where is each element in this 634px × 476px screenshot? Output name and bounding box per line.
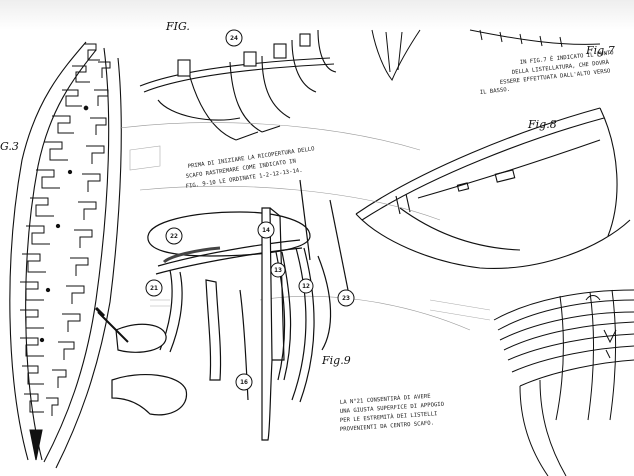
part-22-label: 22: [170, 232, 178, 240]
fig9-label: Fig.9: [321, 354, 351, 367]
part-12-circle: [298, 278, 314, 294]
fig3-label: G.3: [0, 140, 19, 153]
part-13-label: 13: [274, 266, 282, 274]
fig8-hull-drawing: [355, 107, 631, 269]
fig7-label: Fig.7: [585, 44, 615, 57]
fig8-label: Fig.8: [527, 118, 557, 131]
part-16-label: 16: [240, 378, 248, 386]
fig9-frames-drawing: [94, 179, 351, 441]
top-fragment-drawing: [371, 29, 601, 81]
part-21-label: 21: [150, 284, 158, 292]
bottom-right-frames-drawing: [493, 289, 634, 476]
fig-top-label: FIG.: [165, 20, 190, 33]
part-16-circle: [235, 373, 253, 391]
part-13-circle: [270, 262, 286, 278]
part-14-label: 14: [262, 226, 270, 234]
part-22-circle: [165, 227, 183, 245]
part-21-circle: [145, 279, 163, 297]
part-12-label: 12: [302, 282, 310, 290]
top-frames-drawing: [139, 29, 337, 141]
part-24-circle: [225, 29, 243, 47]
part-23-circle: [337, 289, 355, 307]
background-marks: [129, 145, 491, 321]
svg-text:IL BASSO.: IL BASSO.: [480, 87, 511, 96]
part-23-label: 23: [342, 294, 350, 302]
keel-plan-drawing: [9, 41, 122, 469]
part-24-label: 24: [230, 34, 238, 42]
part-14-circle: [257, 221, 275, 239]
